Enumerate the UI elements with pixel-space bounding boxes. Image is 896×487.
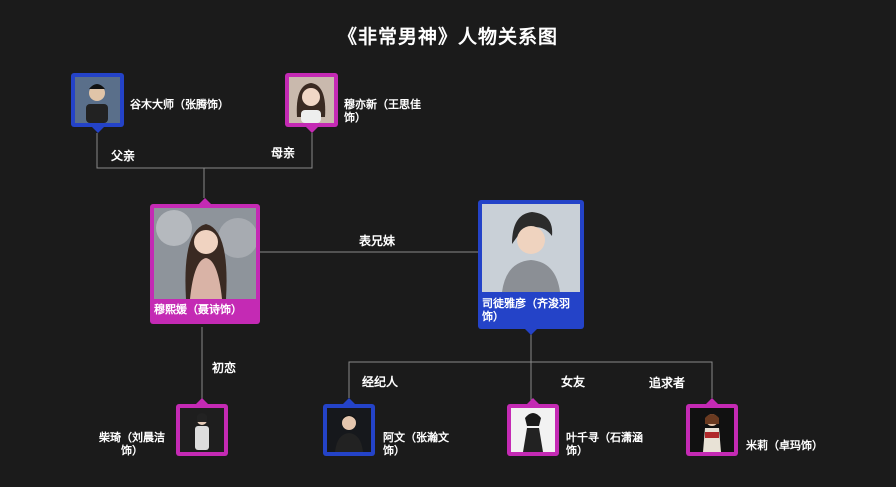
relation-suitor: 追求者 — [649, 376, 686, 390]
photo-situ — [482, 204, 580, 292]
card-chai-qi — [176, 398, 228, 456]
name-a-wen: 阿文（张瀚文饰） — [383, 431, 449, 457]
name-gumu: 谷木大师（张腾饰） — [130, 98, 229, 111]
name-ye-qianxun: 叶千寻（石潇涵饰） — [566, 431, 643, 457]
name-chai-qi: 柴琦（刘晨洁饰） — [99, 431, 165, 457]
photo-mu-yixin — [289, 77, 334, 123]
photo-a-wen — [327, 408, 371, 452]
page-title: 《非常男神》人物关系图 — [337, 26, 558, 48]
relation-agent: 经纪人 — [362, 375, 399, 389]
card-ye-qianxun — [507, 398, 559, 456]
relation-first-love: 初恋 — [212, 361, 237, 375]
name-mu-xiyuan: 穆熙媛（聂诗饰） — [154, 303, 242, 316]
name-mi-li: 米莉（卓玛饰） — [746, 439, 823, 452]
card-mu-yixin — [285, 73, 338, 133]
photo-mu-xiyuan — [154, 208, 256, 299]
name-situ: 司徒雅彦（齐浚羽饰） — [482, 297, 570, 323]
photo-gumu — [75, 77, 120, 123]
relation-girlfriend: 女友 — [561, 375, 586, 389]
photo-mi-li — [690, 408, 734, 452]
photo-chai-qi — [180, 408, 224, 452]
card-mi-li — [686, 398, 738, 456]
card-mu-xiyuan: 穆熙媛（聂诗饰） — [150, 198, 260, 324]
card-gumu — [71, 73, 124, 133]
name-mu-yixin: 穆亦新（王思佳饰） — [344, 98, 421, 124]
card-situ: 司徒雅彦（齐浚羽饰） — [478, 200, 584, 335]
photo-ye-qianxun — [511, 408, 555, 452]
relation-cousins: 表兄妹 — [359, 234, 396, 248]
relation-mother: 母亲 — [271, 146, 296, 160]
card-a-wen — [323, 398, 375, 456]
relation-father: 父亲 — [111, 149, 136, 163]
